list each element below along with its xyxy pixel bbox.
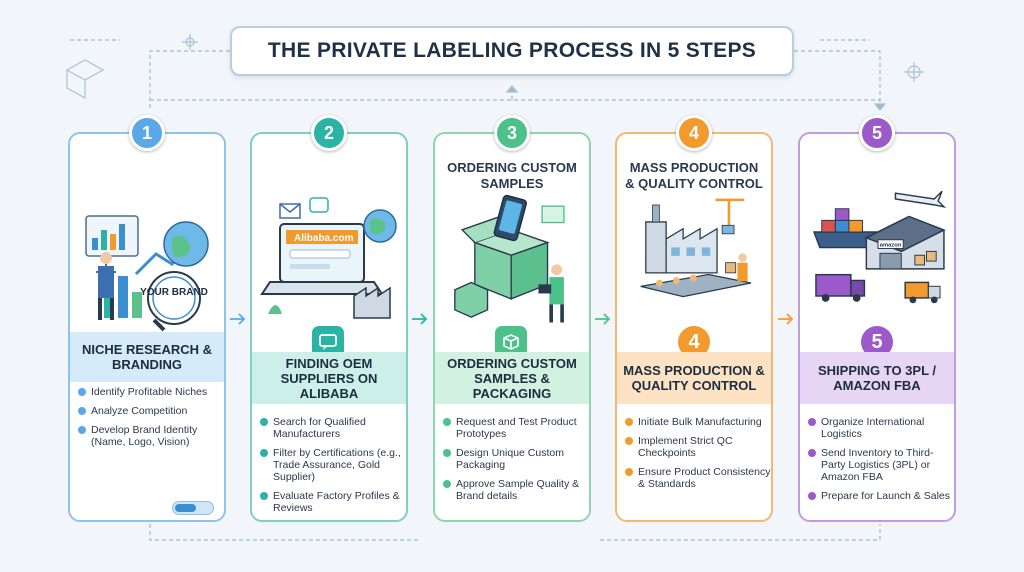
step-2-title: FINDING OEM SUPPLIERS ON ALIBABA: [252, 352, 406, 404]
step-5-number-badge: 5: [859, 115, 895, 151]
step-4-title: MASS PRODUCTION & QUALITY CONTROL: [617, 352, 771, 404]
page-title: THE PRIVATE LABELING PROCESS IN 5 STEPS: [267, 39, 757, 62]
list-item: Filter by Certifications (e.g., Trade As…: [260, 447, 406, 483]
step-1-progress-bar: [172, 501, 214, 515]
alibaba-label: Alibaba.com: [294, 233, 354, 244]
laptop-supplier-illustration: Alibaba.com: [260, 197, 397, 319]
list-item: Organize International Logistics: [808, 416, 954, 440]
shipping-illustration: amazon: [812, 190, 947, 304]
arrow-1-to-2: [230, 313, 246, 325]
step-1-title: NICHE RESEARCH & BRANDING: [70, 332, 224, 382]
list-item: Evaluate Factory Profiles & Reviews: [260, 490, 406, 514]
your-brand-label: YOUR BRAND: [140, 287, 208, 298]
step-3-top-title: ORDERING CUSTOM SAMPLES: [447, 160, 577, 191]
step-1-number-badge: 1: [129, 115, 165, 151]
list-item: Develop Brand Identity (Name, Logo, Visi…: [78, 424, 224, 448]
step-card-2: Alibaba.com FINDING OEM SUPPLIERS ON ALI…: [250, 132, 408, 522]
list-item: Implement Strict QC Checkpoints: [625, 435, 771, 459]
list-item: Ensure Product Consistency & Standards: [625, 466, 771, 490]
list-item: Analyze Competition: [78, 405, 224, 417]
list-item: Send Inventory to Third-Party Logistics …: [808, 447, 954, 483]
step-card-5: amazon 5 SHIPPING TO 3PL / AMAZON FBA Or…: [798, 132, 956, 522]
brand-research-illustration: YOUR BRAND: [85, 215, 209, 332]
step-4-top-title: MASS PRODUCTION & QUALITY CONTROL: [625, 160, 763, 191]
step-1-bullets: Identify Profitable Niches Analyze Compe…: [78, 386, 224, 455]
sample-box-illustration: [454, 194, 565, 323]
list-item: Prepare for Launch & Sales: [808, 490, 954, 502]
step-3-title: ORDERING CUSTOM SAMPLES & PACKAGING: [435, 352, 589, 404]
step-4-bullets: Initiate Bulk Manufacturing Implement St…: [625, 416, 771, 497]
factory-illustration: [640, 198, 752, 298]
list-item: Approve Sample Quality & Brand details: [443, 478, 589, 502]
title-box: THE PRIVATE LABELING PROCESS IN 5 STEPS: [230, 26, 794, 76]
step-3-bullets: Request and Test Product Prototypes Desi…: [443, 416, 589, 509]
list-item: Identify Profitable Niches: [78, 386, 224, 398]
step-5-title: SHIPPING TO 3PL / AMAZON FBA: [800, 352, 954, 404]
step-3-number-badge: 3: [494, 115, 530, 151]
list-item: Search for Qualified Manufacturers: [260, 416, 406, 440]
arrow-2-to-3: [412, 313, 428, 325]
step-2-number-badge: 2: [311, 115, 347, 151]
step-card-4: MASS PRODUCTION & QUALITY CONTROL 4 MASS…: [615, 132, 773, 522]
progress-fill: [175, 504, 196, 512]
amazon-label: amazon: [880, 243, 902, 249]
step-card-1: YOUR BRAND NICHE RESEARCH & BRANDING Ide…: [68, 132, 226, 522]
list-item: Request and Test Product Prototypes: [443, 416, 589, 440]
step-5-bullets: Organize International Logistics Send In…: [808, 416, 954, 509]
arrow-4-to-5: [778, 313, 794, 325]
step-card-3: ORDERING CUSTOM SAMPLES ORDERING CUSTOM …: [433, 132, 591, 522]
step-4-number-badge: 4: [676, 115, 712, 151]
list-item: Design Unique Custom Packaging: [443, 447, 589, 471]
list-item: Initiate Bulk Manufacturing: [625, 416, 771, 428]
step-2-bullets: Search for Qualified Manufacturers Filte…: [260, 416, 406, 520]
arrow-3-to-4: [595, 313, 611, 325]
